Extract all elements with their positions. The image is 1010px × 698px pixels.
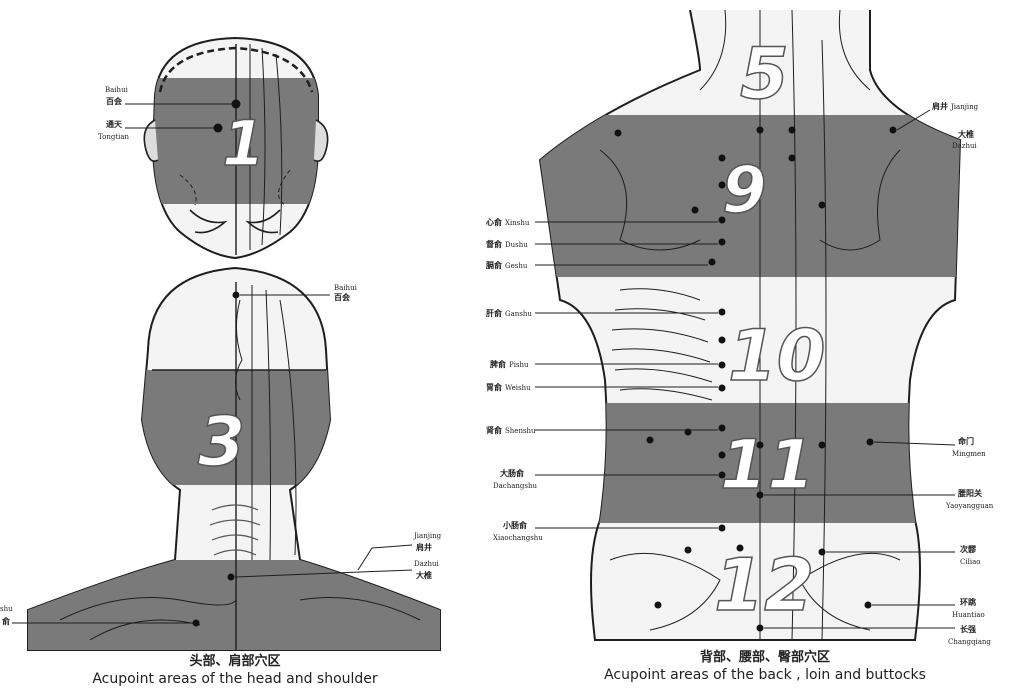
label-weishu-en: Weishu (505, 384, 531, 392)
back-caption-en: Acupoint areas of the back , loin and bu… (575, 666, 955, 684)
head-back-view: Baihui 百会 Jianjing 肩井 Dazhui 大椎 shu 俞 3 (0, 268, 460, 655)
label-huantiao-cn: 环跳 (960, 597, 976, 607)
label-dazhui-shoulder-cn: 大椎 (416, 570, 432, 580)
label-dazhui-back-en: Dazhui (952, 142, 977, 150)
point-spine (719, 239, 726, 246)
label-xiaochangshu-en: Xiaochangshu (493, 534, 543, 542)
label-tongtian-cn: 通天 (106, 119, 123, 129)
label-xinshu-en: Xinshu (505, 219, 530, 227)
label-pishu-en: Pishu (509, 361, 529, 369)
point-spine (757, 127, 764, 134)
label-baihui-top-en: Baihui (105, 86, 129, 94)
label-dachangshu-cn: 大肠俞 (500, 468, 525, 478)
label-ciliao-cn: 次髎 (960, 544, 977, 554)
region-number-9: 9 (722, 154, 767, 228)
label-jianjing-shoulder-cn: 肩井 (416, 542, 432, 552)
head-caption-cn: 头部、肩部穴区 (60, 654, 410, 670)
label-tongtian-en: Tongtian (98, 133, 130, 141)
label-dushu-cn: 督俞 (486, 239, 503, 249)
point-spine (789, 127, 796, 134)
label-changqiang-cn: 长强 (960, 624, 976, 634)
region-number-10: 10 (728, 315, 825, 397)
label-baihui-back-en: Baihui (334, 284, 358, 292)
point-shoulder-left (615, 130, 622, 137)
label-dachangshu-en: Dachangshu (493, 482, 537, 490)
point-spine (719, 525, 726, 532)
label-changqiang-en: Changqiang (948, 638, 991, 646)
point-spine (819, 202, 826, 209)
label-shenshu-cn: 肾俞 (486, 425, 503, 435)
point-spine (719, 309, 726, 316)
back-view: 心俞 Xinshu 督俞 Dushu 膈俞 Geshu 肝俞 Ganshu 脾俞… (485, 10, 994, 646)
label-pishu-cn: 脾俞 (489, 359, 507, 369)
label-shu-shoulder-en: shu (0, 605, 13, 613)
back-figure-caption: 背部、腰部、臀部穴区 Acupoint areas of the back , … (575, 650, 955, 684)
label-jianjing-back-en: Jianjing (950, 103, 979, 111)
label-weishu-cn: 胃俞 (486, 382, 503, 392)
label-yaoyangguan-en: Yaoyangguan (945, 502, 994, 510)
label-dushu-en: Dushu (505, 241, 528, 249)
label-jianjing-shoulder-en: Jianjing (413, 532, 442, 540)
label-geshu-en: Geshu (505, 262, 528, 270)
label-shenshu-en: Shenshu (505, 427, 536, 435)
point-spine (789, 155, 796, 162)
label-huantiao-en: Huantiao (952, 611, 985, 619)
point-spine (719, 337, 726, 344)
point-spine (692, 207, 699, 214)
label-yaoyangguan-cn: 腰阳关 (957, 488, 982, 498)
label-jianjing-back-cn: 肩井 (932, 101, 948, 111)
point-shu-shoulder (193, 620, 200, 627)
ear-right (314, 120, 328, 161)
region-number-12: 12 (714, 543, 814, 627)
point-shenshu-outer (647, 437, 654, 444)
point-spine (709, 259, 716, 266)
point-spine (719, 362, 726, 369)
region-number-3: 3 (198, 403, 245, 482)
label-ganshu-en: Ganshu (505, 310, 532, 318)
head-caption-en: Acupoint areas of the head and shoulder (60, 670, 410, 688)
point-baihui-back (233, 292, 240, 299)
point-dazhui-shoulder (228, 574, 235, 581)
label-mingmen-cn: 命门 (957, 436, 974, 446)
point-buttock (685, 547, 692, 554)
region-number-11: 11 (720, 426, 815, 505)
back-caption-cn: 背部、腰部、臀部穴区 (575, 650, 955, 666)
point-mingmen (867, 439, 874, 446)
label-mingmen-en: Mingmen (952, 450, 986, 458)
label-baihui-back-cn: 百会 (334, 292, 350, 302)
point-jianjing-back (890, 127, 897, 134)
shoulder-band (20, 560, 460, 655)
region-number-1: 1 (222, 107, 265, 180)
region-number-5: 5 (740, 33, 789, 115)
label-xinshu-cn: 心俞 (486, 217, 503, 227)
leader-jianjing-shoulder (358, 545, 412, 570)
label-dazhui-back-cn: 大椎 (958, 129, 974, 139)
label-dazhui-shoulder-en: Dazhui (414, 560, 439, 568)
label-xiaochangshu-cn: 小肠俞 (502, 520, 528, 530)
label-geshu-cn: 膈俞 (485, 260, 503, 270)
point-huantiao (865, 602, 872, 609)
point-buttock (655, 602, 662, 609)
label-ciliao-en: Ciliao (960, 558, 980, 566)
point-spine (719, 385, 726, 392)
label-shu-shoulder-cn: 俞 (1, 616, 11, 626)
head-top-view: Baihui 百会 通天 Tongtian 1 (98, 38, 350, 258)
label-ganshu-cn: 肝俞 (486, 308, 503, 318)
point-spine (819, 442, 826, 449)
point-ciliao (819, 549, 826, 556)
head-figure-caption: 头部、肩部穴区 Acupoint areas of the head and s… (60, 654, 410, 688)
label-baihui-top-cn: 百会 (106, 96, 122, 106)
